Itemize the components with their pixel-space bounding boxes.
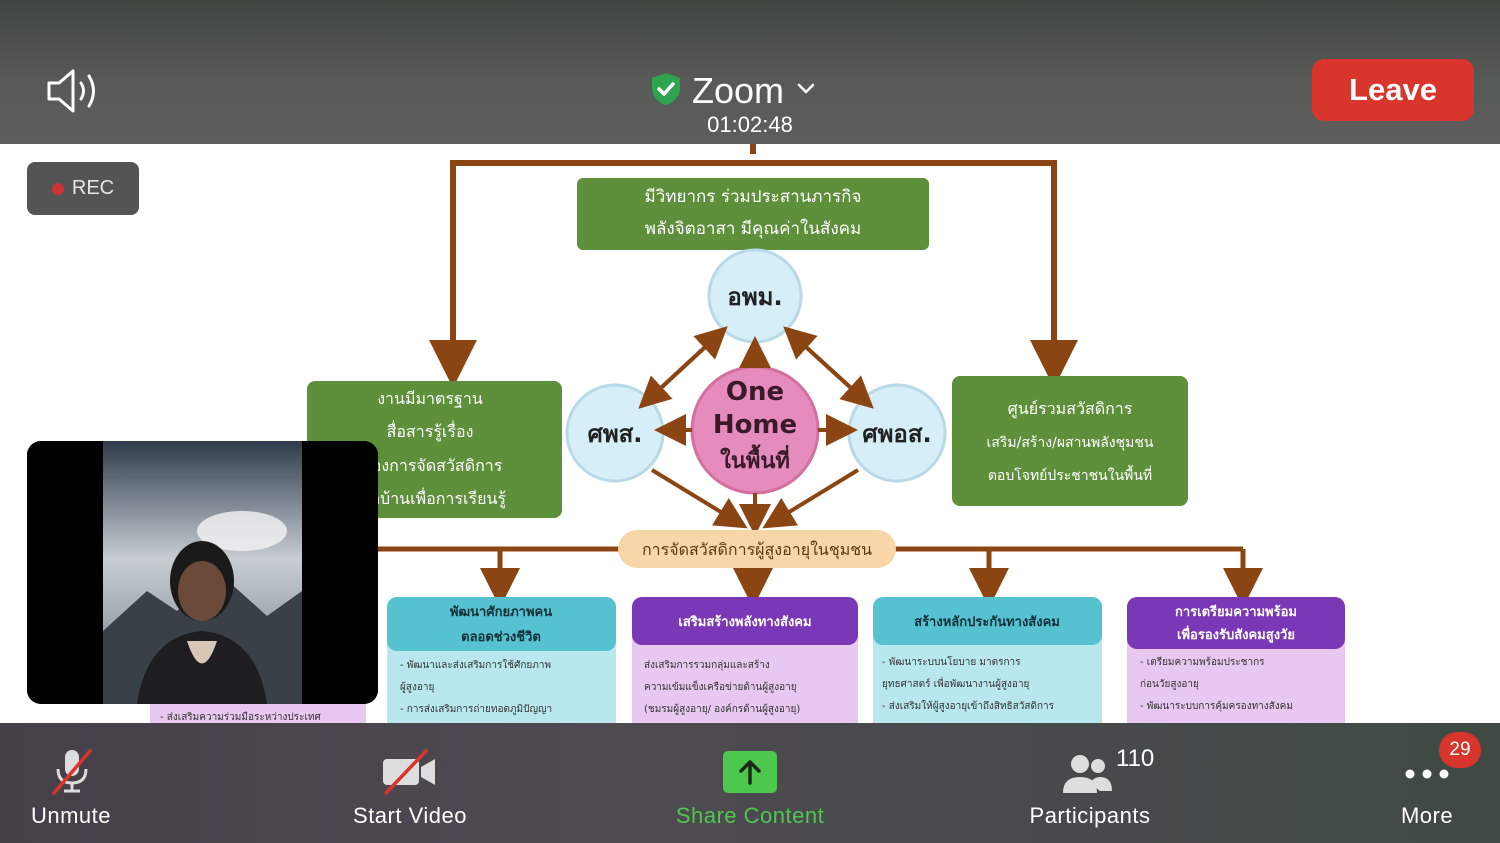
chevron-down-icon[interactable] (794, 79, 818, 103)
center-main-line2: Home (713, 410, 797, 440)
card-1-body3: - การส่งเสริมการถ่ายทอดภูมิปัญญา (400, 704, 552, 715)
card-3-body3: - ส่งเสริมให้ผู้สูงอายุเข้าถึงสิทธิสวัสด… (882, 700, 1055, 712)
bottom-toolbar: Unmute Start Video Share Content (0, 723, 1500, 843)
card-4-body2: ก่อนวัยสูงอายุ (1140, 679, 1199, 690)
speaker-icon[interactable] (44, 66, 104, 116)
card-2-title1: เสริมสร้างพลังทางสังคม (678, 614, 811, 630)
share-content-label: Share Content (675, 803, 825, 828)
top-box-line2: พลังจิตอาสา มีคุณค่าในสังคม (645, 218, 861, 239)
card-4-body1: - เตรียมความพร้อมประชากร (1140, 656, 1265, 668)
more-button[interactable]: More (1390, 723, 1464, 843)
participants-button[interactable]: 110 Participants (1016, 723, 1164, 843)
participant-figure (137, 541, 267, 704)
self-video-tile[interactable] (27, 441, 378, 704)
card-4-body3: - พัฒนาระบบการคุ้มครองทางสังคม (1140, 700, 1293, 712)
card-3-body1: - พัฒนาระบบนโยบาย มาตรการ (882, 655, 1021, 668)
unmute-button[interactable]: Unmute (20, 723, 122, 843)
card-1-title2: ตลอดช่วงชีวิต (461, 629, 541, 645)
right-box-line2: เสริม/สร้าง/ผสานพลังชุมชน (987, 435, 1154, 451)
card-4-title2: เพื่อรองรับสังคมสูงวัย (1177, 625, 1295, 643)
more-label: More (1400, 803, 1454, 828)
microphone-muted-icon (50, 747, 94, 799)
left-box-line3: เรื่องการจัดสวัสดิการ (358, 454, 503, 475)
card-2: เสริมสร้างพลังทางสังคม ส่งเสริมการรวมกลุ… (632, 597, 858, 723)
leave-button[interactable]: Leave (1312, 59, 1474, 121)
left-box-line1: งานมีมาตรฐาน (377, 389, 483, 408)
right-box-line1: ศูนย์รวมสวัสดิการ (1008, 399, 1133, 419)
slide-diagram: มีวิทยากร ร่วมประสานภารกิจ พลังจิตอาสา ม… (150, 144, 1345, 723)
card-1-body1: - พัฒนาและส่งเสริมการใช้ศักยภาพ (400, 659, 551, 671)
top-bar: Zoom 01:02:48 Leave (0, 0, 1500, 144)
share-arrow-icon (723, 751, 777, 797)
card-2-body1: ส่งเสริมการรวมกลุ่มและสร้าง (644, 659, 770, 671)
share-content-button[interactable]: Share Content (662, 723, 838, 843)
top-green-box (577, 178, 929, 250)
center-arrows (638, 326, 874, 536)
participants-count: 110 (1116, 745, 1155, 772)
right-box-line3: ตอบโจทย์ประชาชนในพื้นที่ (988, 465, 1152, 484)
meeting-title-dropdown[interactable]: Zoom (650, 66, 850, 116)
left-circle-label: ศพส. (588, 420, 643, 448)
participants-icon (1060, 753, 1114, 799)
card-4-title1: การเตรียมความพร้อม (1175, 604, 1297, 620)
card-1: พัฒนาศักยภาพคน ตลอดช่วงชีวิต - พัฒนาและส… (387, 597, 616, 723)
more-notification-badge: 29 (1439, 732, 1481, 768)
frame-arrows (429, 144, 1078, 388)
recording-indicator[interactable]: REC (27, 162, 139, 215)
card-3-title1: สร้างหลักประกันทางสังคม (914, 614, 1060, 630)
card-2-body3: (ชมรมผู้สูงอายุ/ องค์กรด้านผู้สูงอายุ) (644, 703, 800, 715)
welfare-bar-label: การจัดสวัสดิการผู้สูงอายุในชุมชน (642, 540, 872, 560)
left-card-fragment (150, 704, 366, 723)
card-3-body2: ยุทธศาสตร์ เพื่อพัฒนางานผู้สูงอายุ (882, 676, 1029, 690)
center-top-label: อพม. (727, 283, 782, 311)
center-main-line3: ในพื้นที่ (720, 444, 790, 474)
start-video-button[interactable]: Start Video (340, 723, 480, 843)
card-2-body2: ความเข้มแข็งเครือข่ายด้านผู้สูงอายุ (644, 679, 797, 693)
right-circle-label: ศพอส. (862, 420, 931, 448)
card-3: สร้างหลักประกันทางสังคม - พัฒนาระบบนโยบา… (873, 597, 1102, 723)
app-title: Zoom (692, 70, 785, 111)
card-1-body2: ผู้สูงอายุ (400, 681, 434, 693)
card-1-title1: พัฒนาศักยภาพคน (450, 605, 552, 620)
start-video-label: Start Video (353, 803, 467, 828)
left-fragment-text: - ส่งเสริมความร่วมมือระหว่างประเทศ (160, 711, 321, 723)
card-4: การเตรียมความพร้อม เพื่อรองรับสังคมสูงวั… (1127, 597, 1345, 723)
right-green-box (952, 376, 1188, 506)
video-off-icon (380, 747, 440, 799)
recording-label: REC (71, 177, 115, 199)
center-main-line1: One (726, 377, 784, 407)
participants-label: Participants (1029, 803, 1151, 828)
left-box-line4: เปิดบ้านเพื่อการเรียนรู้ (354, 487, 506, 509)
unmute-label: Unmute (30, 803, 112, 828)
welfare-bar (618, 530, 896, 568)
meeting-timer: 01:02:48 (707, 112, 793, 137)
record-dot-icon (51, 182, 64, 195)
left-box-line2: สื่อสารรู้เรื่อง (387, 420, 474, 442)
more-dots-icon (1404, 765, 1450, 784)
shield-check-icon (650, 72, 682, 110)
top-box-line1: มีวิทยากร ร่วมประสานภารกิจ (645, 187, 862, 207)
